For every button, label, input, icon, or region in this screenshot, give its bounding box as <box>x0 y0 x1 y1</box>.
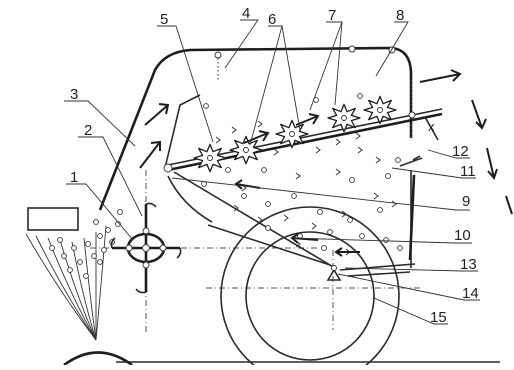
grain <box>359 233 365 239</box>
grain <box>97 259 103 265</box>
grain <box>347 217 353 223</box>
grain <box>357 93 363 99</box>
grain <box>91 253 97 259</box>
flow-chevron <box>341 210 347 218</box>
grain <box>385 173 391 179</box>
star-rotors <box>193 95 397 173</box>
feed-line <box>59 239 97 341</box>
grain <box>117 209 123 215</box>
grain <box>93 219 99 225</box>
flow-chevron <box>295 172 301 180</box>
grain <box>85 241 91 247</box>
flow-arrows <box>139 69 513 215</box>
flow-chevron <box>315 146 321 154</box>
feed-lines <box>25 225 107 341</box>
rotor <box>110 202 182 294</box>
grain <box>349 177 355 183</box>
fittings <box>214 45 439 281</box>
feed-line <box>35 235 97 341</box>
feed-line <box>71 241 97 341</box>
star-hub <box>243 147 249 153</box>
flow-chevron <box>373 192 379 200</box>
grain <box>101 247 107 253</box>
callout-15: 15 <box>430 309 447 326</box>
grain <box>97 233 103 239</box>
grain <box>397 245 403 251</box>
star-hub <box>341 115 347 121</box>
grain <box>105 227 111 233</box>
grain <box>201 181 207 187</box>
grain <box>327 229 333 235</box>
grain <box>57 237 63 243</box>
flow-chevron <box>335 138 341 146</box>
machine-housing <box>98 46 416 277</box>
callout-9: 9 <box>462 193 470 210</box>
front-wheel-arc <box>63 351 133 367</box>
flow-chevron <box>257 120 263 128</box>
callout-14: 14 <box>462 285 479 302</box>
callout-2: 2 <box>84 122 92 139</box>
callout-4: 4 <box>242 5 250 22</box>
callout-13: 13 <box>460 256 477 273</box>
grain <box>265 225 271 231</box>
grain <box>241 193 247 199</box>
large-wheel <box>220 206 400 370</box>
center-lines <box>90 170 420 332</box>
grain <box>83 273 89 279</box>
callout-8: 8 <box>396 7 404 24</box>
flow-chevron <box>273 148 279 156</box>
star-hub <box>289 131 295 137</box>
flow-chevron <box>335 168 341 176</box>
flow-arrow-head <box>334 247 343 257</box>
flow-chevron <box>355 132 361 140</box>
feed-line <box>83 237 97 341</box>
star-hub <box>207 155 213 161</box>
grain <box>49 245 55 251</box>
feed-line <box>47 237 97 341</box>
flow-chevron <box>391 200 397 208</box>
flow-chevron <box>215 136 221 144</box>
flow-chevron <box>357 146 363 154</box>
hopper-box <box>27 207 79 231</box>
callout-6: 6 <box>268 11 276 28</box>
grain <box>395 157 401 163</box>
grain <box>203 103 209 109</box>
star-hub <box>377 107 383 113</box>
grain <box>61 253 67 259</box>
callout-7: 7 <box>328 7 336 24</box>
feed-line <box>25 233 97 341</box>
flow-chevron <box>231 126 237 134</box>
flow-chevron <box>233 204 239 212</box>
flow-chevron <box>283 214 289 222</box>
leader-lines <box>64 19 480 325</box>
callouts: 1 2 3 4 5 6 7 8 9 10 11 12 13 14 15 <box>64 5 479 326</box>
grain <box>265 201 271 207</box>
gap-mark: x <box>428 119 435 134</box>
grain <box>383 237 389 243</box>
flow-chevron <box>375 156 381 164</box>
grain <box>261 167 267 173</box>
callout-3: 3 <box>70 86 78 103</box>
grain <box>225 167 231 173</box>
grain <box>291 193 297 199</box>
grain-particles <box>49 93 403 279</box>
callout-10: 10 <box>454 227 471 244</box>
callout-1: 1 <box>70 169 78 186</box>
flow-chevron <box>257 216 263 224</box>
grain <box>67 267 73 273</box>
grain <box>377 207 383 213</box>
feed-line <box>95 225 107 341</box>
callout-11: 11 <box>460 163 476 180</box>
flow-arrow-head <box>234 179 243 190</box>
callout-5: 5 <box>160 11 168 28</box>
flow-chevron <box>311 222 317 230</box>
callout-12: 12 <box>452 143 469 160</box>
grain <box>71 245 77 251</box>
grain <box>77 259 83 265</box>
grain <box>317 209 323 215</box>
grain <box>321 245 327 251</box>
